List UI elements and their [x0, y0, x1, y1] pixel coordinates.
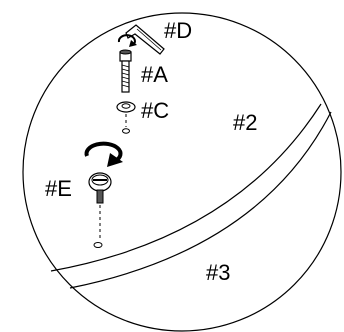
barrel-nut-icon: [88, 172, 112, 204]
washer-icon: [116, 101, 136, 113]
panel-edge-upper: [50, 103, 322, 272]
detail-circle: [22, 12, 342, 332]
bolt-icon: [119, 49, 132, 93]
part-label-d: #D: [164, 18, 193, 43]
allen-wrench-icon: [125, 24, 165, 55]
part-label-a: #A: [141, 62, 168, 87]
section-label-2: #2: [233, 110, 258, 135]
part-label-e: #E: [45, 176, 72, 201]
panel-edge-lower: [69, 111, 332, 289]
section-label-3: #3: [206, 260, 231, 285]
part-label-c: #C: [141, 98, 170, 123]
rotate-arrow-icon: [84, 141, 123, 167]
rotate-arrow-icon: [117, 34, 137, 47]
mounting-hole: [122, 128, 130, 134]
mounting-hole: [93, 242, 103, 248]
